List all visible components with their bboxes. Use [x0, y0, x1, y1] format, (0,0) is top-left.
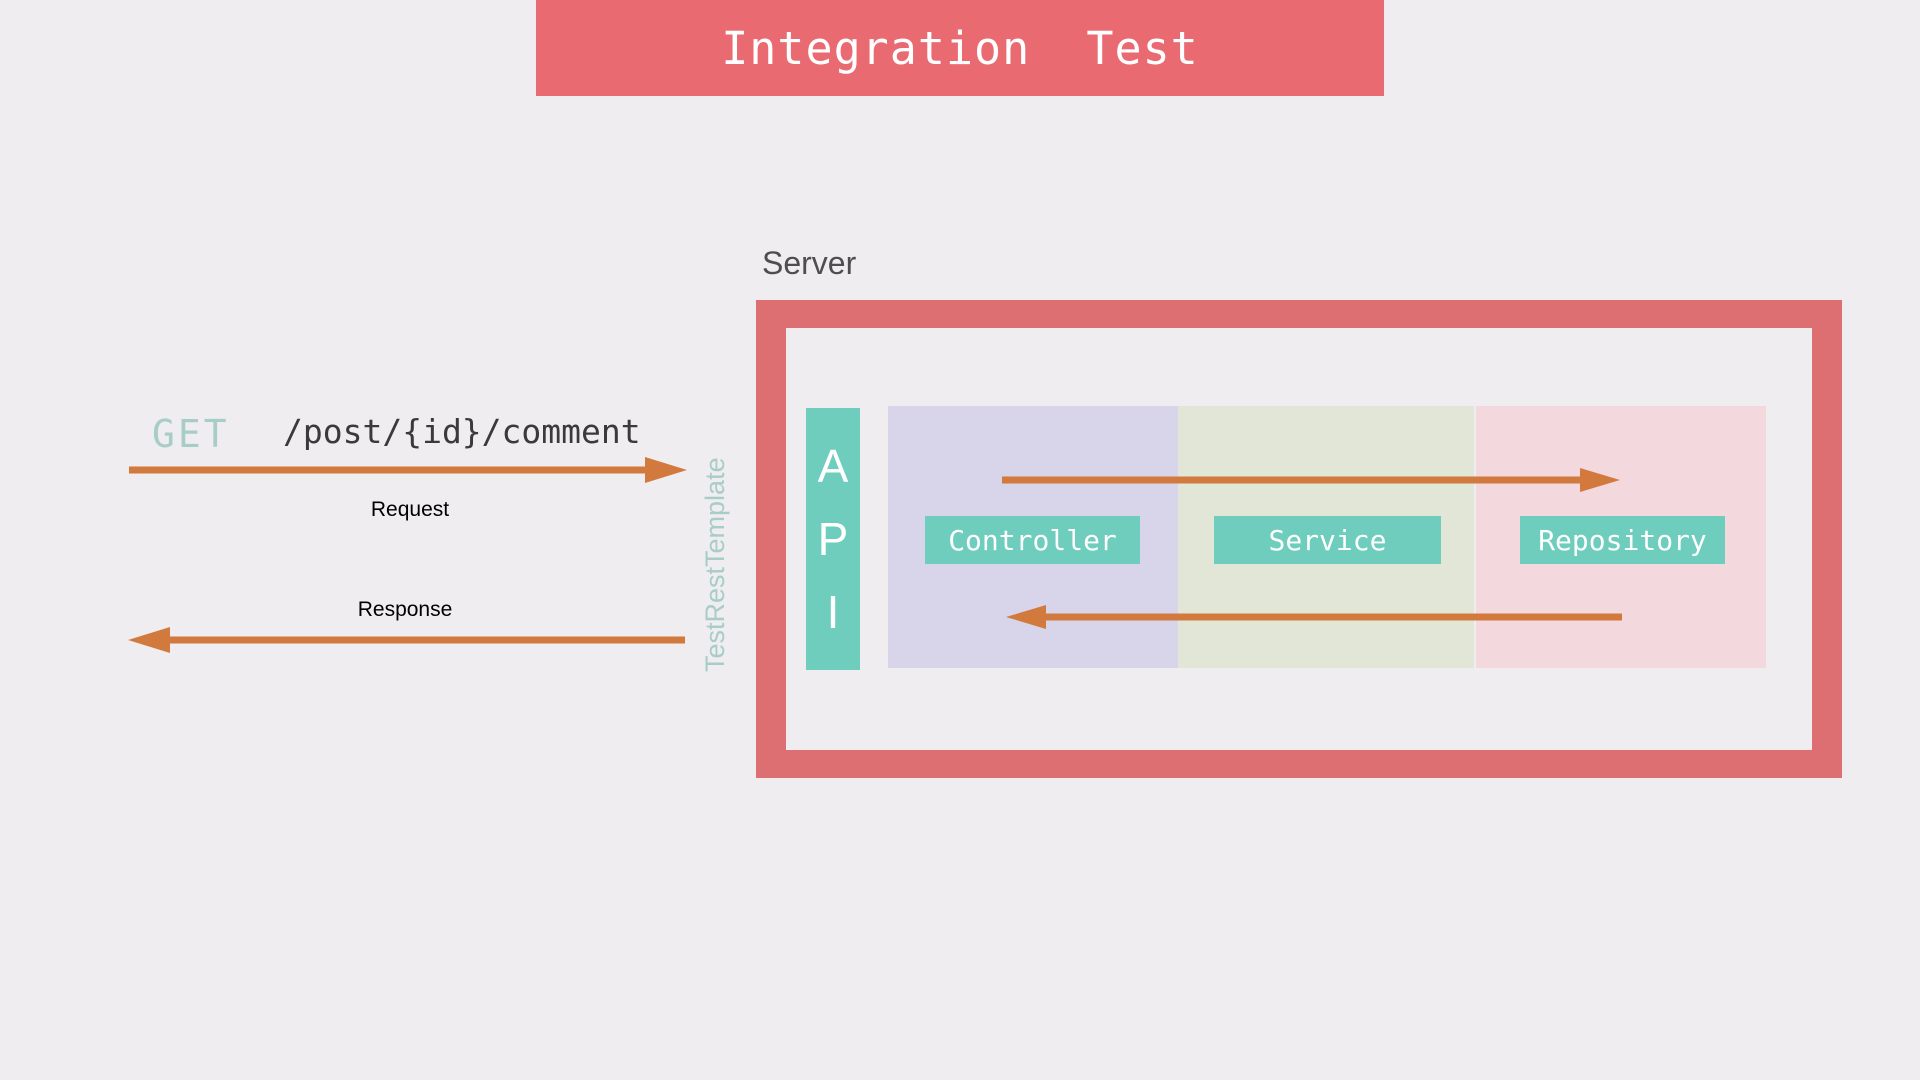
api-letter-a: A [817, 440, 849, 492]
layer-chip-repository: Repository [1520, 516, 1725, 564]
api-letter-p: P [817, 513, 849, 565]
server-label: Server [762, 245, 857, 281]
http-method-label: GET [152, 412, 230, 456]
response-arrow-label: Response [357, 598, 453, 621]
layer-chip-controller: Controller [925, 516, 1140, 564]
request-path-label: /post/{id}/comment [283, 412, 641, 451]
response-arrow [128, 627, 685, 653]
api-block: A P I [806, 408, 860, 670]
request-arrow-label: Request [370, 498, 450, 521]
test-rest-template-label: TestRestTemplate [700, 457, 730, 672]
api-letter-i: I [826, 586, 840, 638]
layer-chip-service: Service [1214, 516, 1441, 564]
page-title: Integration Test [721, 21, 1199, 75]
internal-forward-arrow [1002, 468, 1620, 492]
title-banner: Integration Test [536, 0, 1384, 96]
request-arrow [129, 457, 687, 483]
internal-backward-arrow [1006, 605, 1622, 629]
